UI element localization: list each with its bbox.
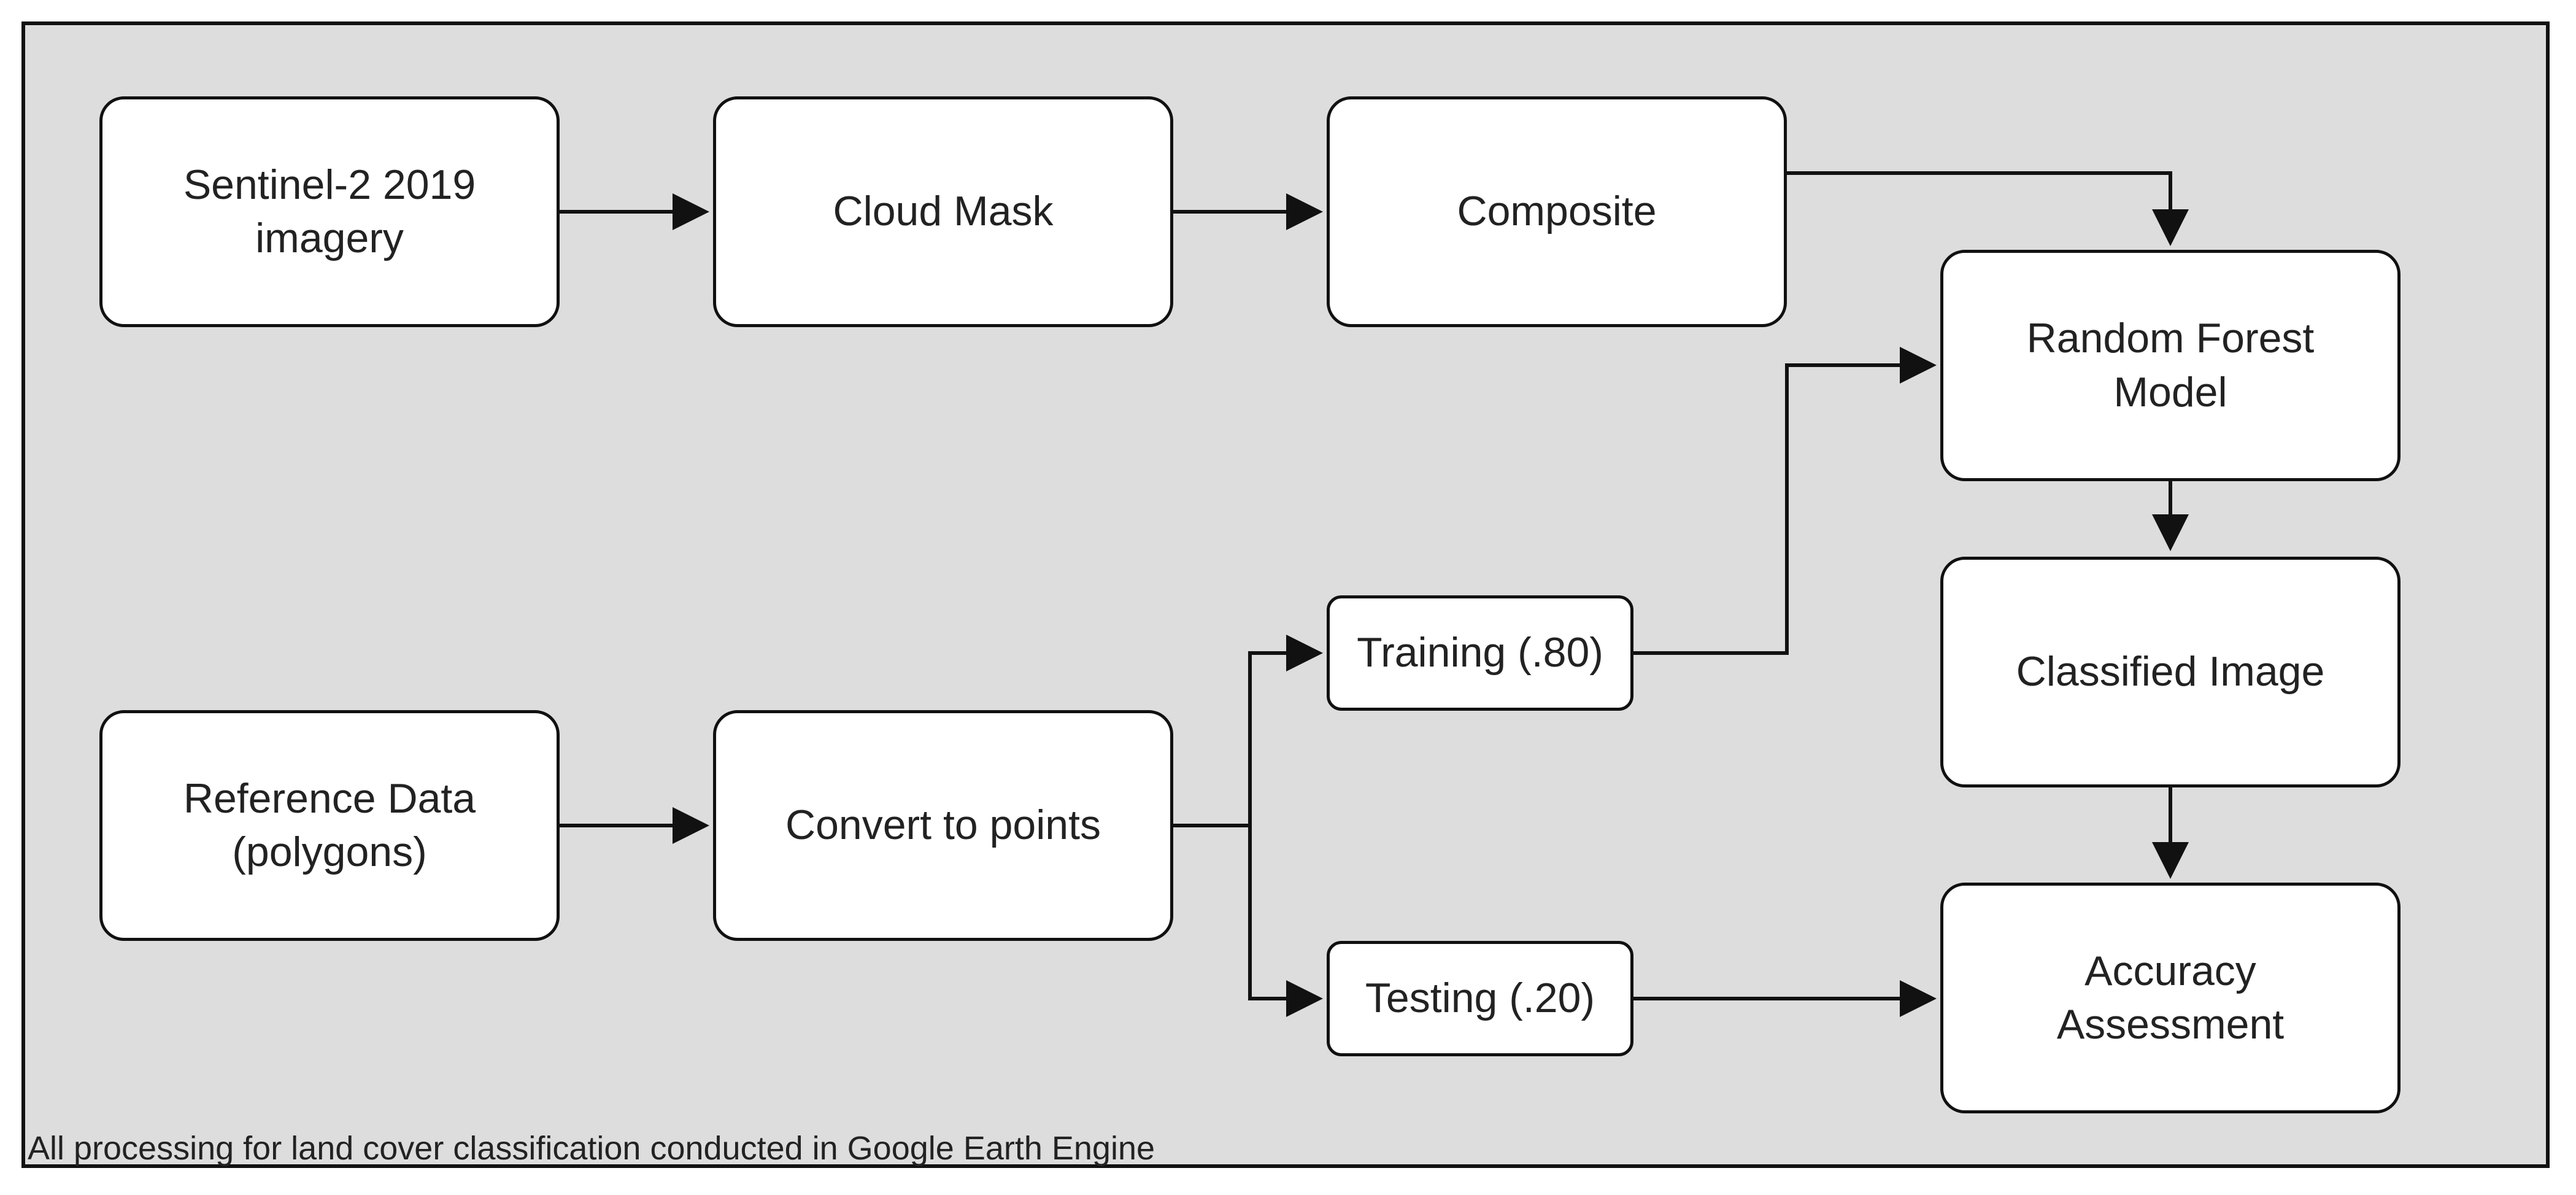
node-classified-label: Classified Image (2016, 648, 2325, 695)
node-cloud-mask-label: Cloud Mask (833, 188, 1054, 235)
node-classified-image: Classified Image (1940, 557, 2401, 787)
node-sentinel-line1: Sentinel-2 2019 (183, 161, 476, 208)
arrow-convert-to-training (1173, 635, 1323, 827)
node-random-forest-model: Random Forest Model (1940, 250, 2401, 481)
node-cloud-mask: Cloud Mask (713, 96, 1173, 327)
node-accuracy-line2: Assessment (2056, 1001, 2285, 1048)
node-random-forest-line1: Random Forest (2026, 315, 2315, 362)
node-testing-label: Testing (.20) (1365, 975, 1595, 1022)
node-composite: Composite (1327, 96, 1787, 327)
node-training-label: Training (.80) (1357, 629, 1603, 676)
node-training: Training (.80) (1327, 595, 1633, 711)
node-accuracy-assessment: Accuracy Assessment (1940, 883, 2401, 1113)
arrow-training-to-random-forest (1633, 347, 1937, 655)
node-accuracy-line1: Accuracy (2084, 947, 2256, 994)
node-composite-label: Composite (1457, 188, 1657, 235)
node-reference-data: Reference Data (polygons) (99, 710, 560, 941)
node-reference-line1: Reference Data (183, 775, 476, 822)
footnote: All processing for land cover classifica… (28, 1130, 1155, 1167)
node-random-forest-line2: Model (2113, 368, 2227, 416)
node-convert-to-points: Convert to points (713, 710, 1173, 941)
node-sentinel-line2: imagery (255, 215, 404, 261)
node-testing: Testing (.20) (1327, 941, 1633, 1056)
node-sentinel-imagery: Sentinel-2 2019 imagery (99, 96, 560, 327)
node-reference-line2: (polygons) (232, 829, 427, 875)
arrow-convert-to-testing (1248, 826, 1323, 1017)
node-convert-label: Convert to points (785, 802, 1101, 849)
arrow-composite-to-random-forest (1787, 171, 2189, 246)
